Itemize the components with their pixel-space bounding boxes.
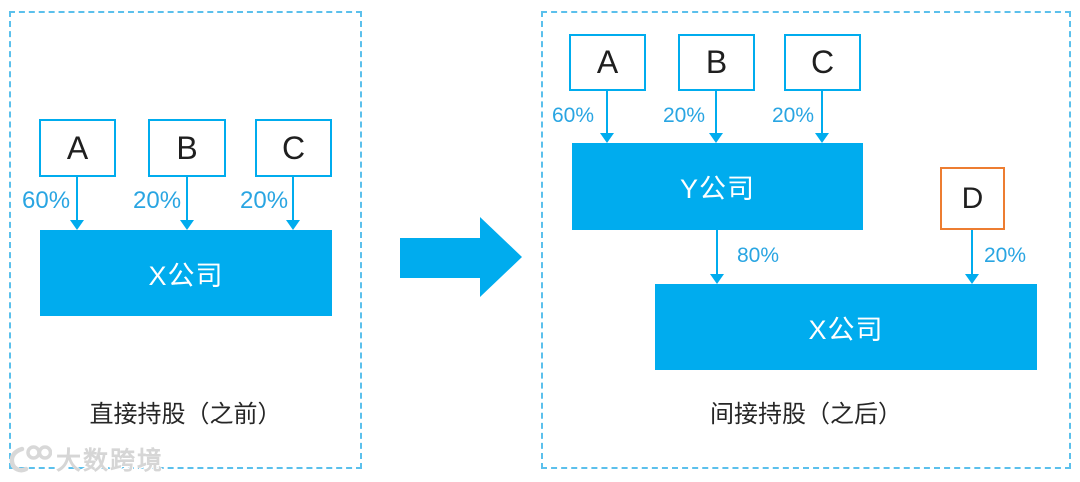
shareholder-d-after: D	[940, 167, 1005, 230]
shareholder-c-before: C	[255, 119, 332, 177]
shareholder-c-after: C	[784, 34, 861, 91]
company-x-after-label: X公司	[808, 314, 884, 345]
arrow-b-to-y-line-icon	[715, 91, 717, 134]
caption-before: 直接持股（之前）	[89, 401, 282, 428]
arrow-c-to-x-head-icon	[286, 220, 300, 230]
arrow-b-to-x-head-icon	[180, 220, 194, 230]
percent-a-before: 60%	[22, 187, 71, 214]
arrow-c-to-y-line-icon	[821, 91, 823, 134]
percent-c-after: 20%	[772, 104, 815, 127]
shareholder-a-before-label: A	[66, 129, 89, 166]
watermark-text: 大数跨境	[56, 447, 165, 475]
company-y-after-label: Y公司	[679, 174, 755, 204]
percent-c-before: 20%	[240, 187, 289, 214]
arrow-a-to-y-head-icon	[600, 133, 614, 143]
transform-arrow-icon	[400, 217, 522, 297]
arrow-a-to-x-head-icon	[70, 220, 84, 230]
company-x-after: X公司	[655, 284, 1037, 370]
company-y-after: Y公司	[572, 143, 863, 230]
shareholder-c-before-label: C	[281, 129, 306, 166]
company-x-before: X公司	[40, 230, 332, 316]
shareholder-d-after-label: D	[961, 181, 984, 215]
company-x-before-label: X公司	[148, 260, 224, 291]
arrow-y-to-x-line-icon	[716, 230, 718, 275]
arrow-d-to-x-head-icon	[965, 274, 979, 284]
arrow-b-to-y-head-icon	[709, 133, 723, 143]
watermark-logo-icon	[9, 445, 52, 473]
percent-y-to-x: 80%	[737, 244, 780, 267]
percent-a-after: 60%	[552, 104, 595, 127]
shareholder-b-after-label: B	[705, 44, 728, 80]
shareholder-a-after-label: A	[596, 44, 619, 80]
arrow-y-to-x-head-icon	[710, 274, 724, 284]
arrow-b-to-x-line-icon	[186, 177, 188, 220]
percent-b-after: 20%	[663, 104, 706, 127]
arrow-a-to-y-line-icon	[606, 91, 608, 134]
watermark: 大数跨境	[8, 441, 164, 477]
shareholder-b-before-label: B	[176, 129, 198, 166]
percent-d-to-x: 20%	[984, 244, 1027, 267]
percent-b-before: 20%	[133, 187, 182, 214]
arrow-a-to-x-line-icon	[76, 177, 78, 220]
shareholder-a-after: A	[569, 34, 646, 91]
arrow-c-to-x-line-icon	[292, 177, 294, 220]
shareholder-b-after: B	[678, 34, 755, 91]
caption-after: 间接持股（之后）	[710, 401, 902, 428]
arrow-d-to-x-line-icon	[971, 230, 973, 275]
arrow-c-to-y-head-icon	[815, 133, 829, 143]
shareholder-c-after-label: C	[810, 44, 835, 80]
shareholder-b-before: B	[148, 119, 226, 177]
shareholder-a-before: A	[39, 119, 116, 177]
